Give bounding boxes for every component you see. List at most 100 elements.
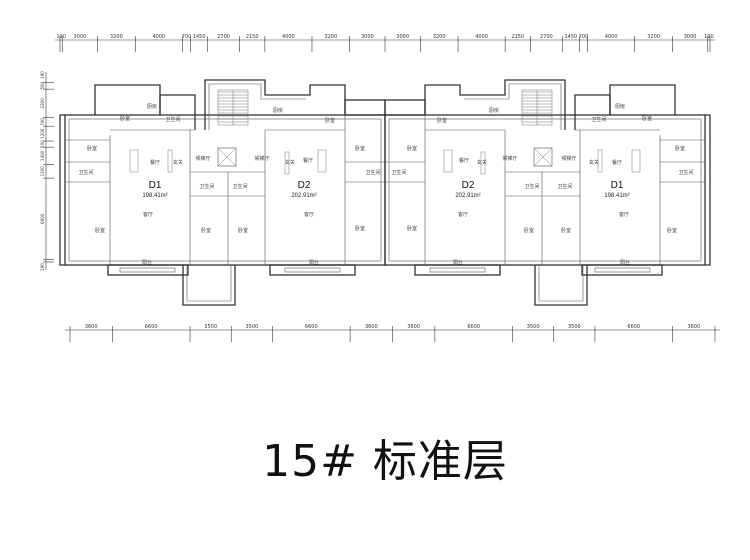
room-label-bedroom: 卧室 <box>667 227 677 234</box>
dimension-label: 2700 <box>217 34 230 40</box>
room-label-bedroom: 卧室 <box>95 227 105 234</box>
dimension-label: 550 <box>40 81 45 89</box>
room-label-balcony: 阳台 <box>453 259 463 266</box>
dimension-label: 6600 <box>305 324 318 330</box>
dimension-label: 3500 <box>245 324 258 330</box>
dimension-label: 2150 <box>511 34 524 40</box>
dimension-label: 3000 <box>74 34 87 40</box>
dimension-label: 2700 <box>540 34 553 40</box>
dimension-label: 2150 <box>246 34 259 40</box>
plan-right-half <box>384 79 711 306</box>
room-label-bedroom: 卧室 <box>407 225 417 232</box>
unit-name: D2 <box>462 180 475 191</box>
dimension-label: 3200 <box>647 34 660 40</box>
dimension-label: 3500 <box>527 324 540 330</box>
dimension-label: 3200 <box>324 34 337 40</box>
room-label-bathroom: 卫生间 <box>557 183 572 190</box>
room-label-living: 客厅 <box>143 211 153 218</box>
room-label-kitchen: 厨房 <box>147 103 157 110</box>
room-label-bedroom: 卧室 <box>675 145 685 152</box>
room-label-bedroom: 卧室 <box>355 145 365 152</box>
dimension-label: 6600 <box>627 324 640 330</box>
unit-name: D2 <box>298 180 311 191</box>
room-label-bedroom: 卧室 <box>561 227 571 234</box>
room-label-bathroom: 卫生间 <box>78 169 93 176</box>
dimension-label: 4000 <box>152 34 165 40</box>
dimension-label: 700 <box>40 118 45 126</box>
room-label-bedroom: 卧室 <box>325 117 335 124</box>
room-label-foyer: 玄关 <box>285 159 295 166</box>
dimension-label: 4000 <box>475 34 488 40</box>
room-label-bedroom: 卧室 <box>355 225 365 232</box>
room-label-elevator-lobby: 候梯厅 <box>561 155 576 162</box>
dimension-label: 3600 <box>85 324 98 330</box>
room-label-balcony: 阳台 <box>142 259 152 266</box>
room-label-dining: 餐厅 <box>612 159 622 166</box>
room-label-bathroom: 卫生间 <box>232 183 247 190</box>
room-label-bathroom: 卫生间 <box>524 183 539 190</box>
room-label-bedroom: 卧室 <box>87 145 97 152</box>
room-label-foyer: 玄关 <box>173 159 183 166</box>
room-label-balcony: 阳台 <box>309 259 319 266</box>
room-label-bathroom: 卫生间 <box>365 169 380 176</box>
unit-name: D1 <box>611 180 624 191</box>
plan-left-half <box>59 79 386 306</box>
room-label-bedroom: 卧室 <box>407 145 417 152</box>
dimension-label: 1450 <box>564 34 577 40</box>
room-label-bedroom: 卧室 <box>642 115 652 122</box>
dimension-label: 3200 <box>110 34 123 40</box>
dimension-label: 3000 <box>396 34 409 40</box>
dimension-label: 3600 <box>687 324 700 330</box>
dimension-label: 1100 <box>40 166 45 177</box>
unit-area: 198.41m² <box>604 193 629 199</box>
dimension-label: 3500 <box>204 324 217 330</box>
dimension-label: 190 <box>40 263 45 271</box>
dimension-label: 3000 <box>361 34 374 40</box>
dimension-label: 1200 <box>40 128 45 139</box>
room-label-living: 客厅 <box>619 211 629 218</box>
dimension-label: 4000 <box>605 34 618 40</box>
room-label-bathroom: 卫生间 <box>391 169 406 176</box>
room-label-kitchen: 厨房 <box>489 107 499 114</box>
room-label-dining: 餐厅 <box>459 157 469 164</box>
dimension-label: 700 <box>182 34 192 40</box>
room-labels: 卧室卧室厨房厨房卫生间卫生间卧室卧室餐厅餐厅玄关玄关卫生间卫生间卧室卧室客厅客厅… <box>78 103 693 266</box>
dimension-label: 3600 <box>407 324 420 330</box>
dimension-label: 4000 <box>282 34 295 40</box>
room-label-foyer: 玄关 <box>477 159 487 166</box>
room-label-foyer: 玄关 <box>589 159 599 166</box>
unit-area: 198.41m² <box>142 193 167 199</box>
room-label-bathroom: 卫生间 <box>591 116 606 123</box>
unit-area: 202.91m² <box>455 193 480 199</box>
room-label-elevator-lobby: 候梯厅 <box>254 155 269 162</box>
dimension-label: 190 <box>56 34 66 40</box>
room-label-bedroom: 卧室 <box>437 117 447 124</box>
room-label-bathroom: 卫生间 <box>678 169 693 176</box>
dimension-label: 1450 <box>193 34 206 40</box>
dimension-label: 6600 <box>145 324 158 330</box>
dimension-label: 2300 <box>40 98 45 109</box>
dimension-label: 500 <box>40 140 45 148</box>
unit-area: 202.91m² <box>291 193 316 199</box>
room-label-dining: 餐厅 <box>303 157 313 164</box>
room-label-living: 客厅 <box>458 211 468 218</box>
dimension-label: 3600 <box>365 324 378 330</box>
dimension-label: 190 <box>40 71 45 79</box>
page-title: 15# 标准层 <box>262 436 508 487</box>
room-label-bedroom: 卧室 <box>238 227 248 234</box>
room-label-bedroom: 卧室 <box>524 227 534 234</box>
room-label-balcony: 阳台 <box>620 259 630 266</box>
dimension-label: 6600 <box>467 324 480 330</box>
room-label-bedroom: 卧室 <box>201 227 211 234</box>
room-label-elevator-lobby: 候梯厅 <box>502 155 517 162</box>
room-label-dining: 餐厅 <box>150 159 160 166</box>
dimension-label: 3200 <box>433 34 446 40</box>
dimension-label: 1400 <box>40 150 45 161</box>
unit-name: D1 <box>149 180 162 191</box>
room-label-kitchen: 厨房 <box>273 107 283 114</box>
dimension-label: 6600 <box>40 213 45 224</box>
dimension-label: 700 <box>579 34 589 40</box>
dimension-label: 190 <box>704 34 714 40</box>
